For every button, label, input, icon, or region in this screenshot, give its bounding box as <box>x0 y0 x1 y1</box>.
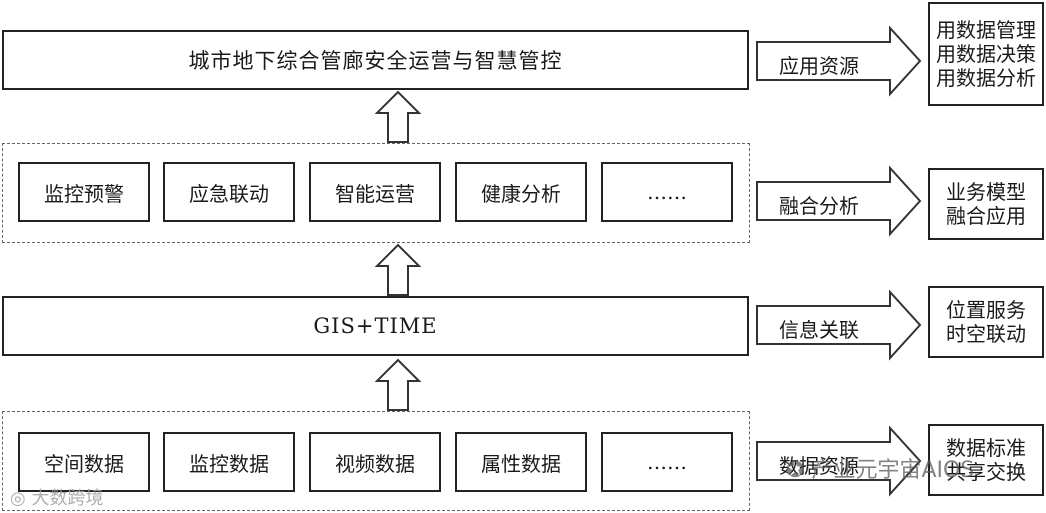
flow-label-1: 应用资源 <box>779 54 859 78</box>
up-arrow-3 <box>374 358 422 411</box>
data-label: 视频数据 <box>335 451 415 476</box>
right-arrow-1 <box>756 25 922 97</box>
result-box-1: 用数据管理 用数据决策 用数据分析 <box>928 2 1044 106</box>
top-title: 城市地下综合管廊安全运营与智慧管控 <box>188 49 563 73</box>
watermark-left-text: 大数跨境 <box>31 488 104 509</box>
right-arrow-3 <box>756 289 922 361</box>
data-label: 监控数据 <box>189 451 269 476</box>
data-box-1: 空间数据 <box>18 432 150 492</box>
app-label: …… <box>647 180 687 204</box>
result-text: 用数据管理 用数据决策 用数据分析 <box>936 18 1036 90</box>
application-group <box>2 143 750 243</box>
up-arrow-2 <box>374 243 422 296</box>
result-text: 位置服务 时空联动 <box>946 298 1026 346</box>
app-box-5: …… <box>601 162 733 222</box>
wechat-icon: ✪ <box>786 458 805 483</box>
data-box-4: 属性数据 <box>455 432 587 492</box>
data-label: …… <box>647 450 687 474</box>
app-box-4: 健康分析 <box>455 162 587 222</box>
data-label: 空间数据 <box>44 451 124 476</box>
data-source-group <box>2 411 750 511</box>
app-label: 健康分析 <box>481 181 561 206</box>
app-box-1: 监控预警 <box>18 162 150 222</box>
gis-title: GIS+TIME <box>313 314 438 338</box>
flow-label-2: 融合分析 <box>779 194 859 218</box>
watermark-right: ✪ 产业元宇宙AIOS <box>786 452 974 484</box>
result-box-2: 业务模型 融合应用 <box>928 168 1044 240</box>
watermark-logo-icon: ◎ <box>10 488 26 509</box>
flow-label-4: 数据资源 <box>779 454 859 478</box>
app-box-2: 应急联动 <box>163 162 295 222</box>
app-box-3: 智能运营 <box>309 162 441 222</box>
result-text: 数据标准 共享交换 <box>946 436 1026 484</box>
app-label: 应急联动 <box>189 181 269 206</box>
result-text: 业务模型 融合应用 <box>946 180 1026 228</box>
data-label: 属性数据 <box>481 451 561 476</box>
right-arrow-2 <box>756 165 922 237</box>
gis-time-box: GIS+TIME <box>2 296 749 356</box>
app-label: 智能运营 <box>335 181 415 206</box>
top-title-box: 城市地下综合管廊安全运营与智慧管控 <box>2 30 749 90</box>
watermark-right-text: 产业元宇宙AIOS <box>811 458 975 483</box>
right-arrow-4 <box>756 425 922 497</box>
flow-label-3: 信息关联 <box>779 318 859 342</box>
result-box-4: 数据标准 共享交换 <box>928 424 1044 496</box>
data-box-3: 视频数据 <box>309 432 441 492</box>
result-box-3: 位置服务 时空联动 <box>928 286 1044 358</box>
watermark-left: ◎ 大数跨境 <box>10 484 103 510</box>
data-box-2: 监控数据 <box>163 432 295 492</box>
app-label: 监控预警 <box>44 181 124 206</box>
up-arrow-1 <box>374 90 422 143</box>
data-box-5: …… <box>601 432 733 492</box>
